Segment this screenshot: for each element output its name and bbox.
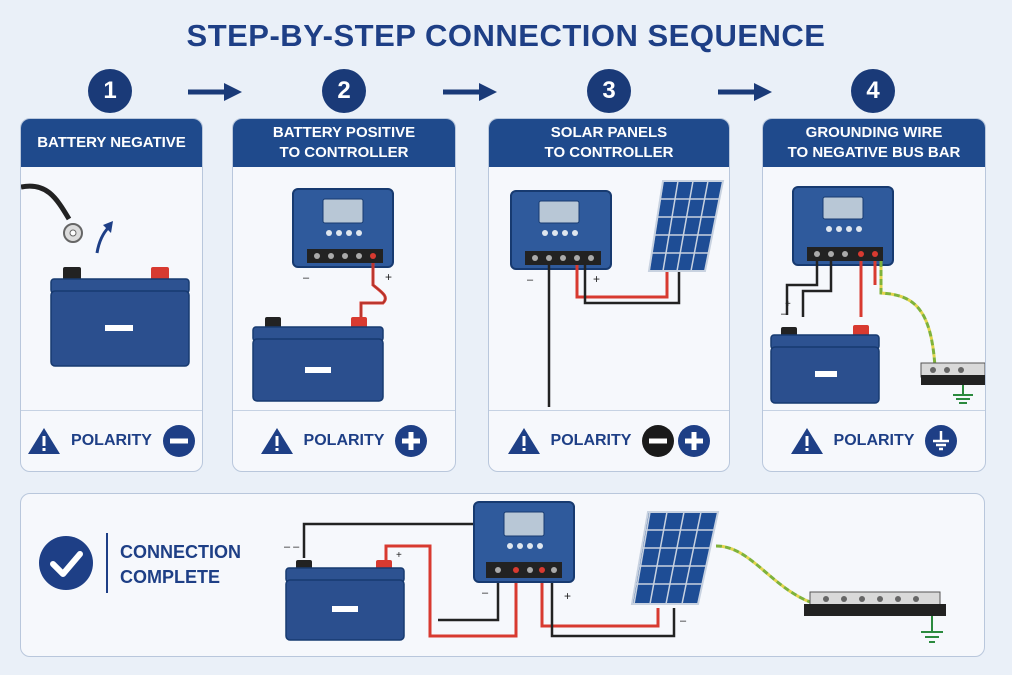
arrow-right-icon — [443, 83, 497, 101]
ground-icon — [925, 425, 958, 457]
step-number-1: 1 — [88, 69, 132, 113]
battery-negative-illustration — [21, 183, 190, 367]
step-number-3: 3 — [587, 69, 631, 113]
step-title-4: GROUNDING WIRE TO NEGATIVE BUS BAR — [763, 119, 985, 167]
connection-complete-label: CONNECTION COMPLETE — [120, 542, 241, 587]
svg-text:+: + — [396, 550, 402, 561]
polarity-label: POLARITY — [550, 432, 632, 449]
battery-positive-illustration: – + — [252, 188, 394, 402]
polarity-label: POLARITY — [71, 432, 152, 449]
svg-text:–: – — [680, 615, 687, 627]
svg-text:–: – — [527, 274, 534, 286]
complete-system-illustration: – – + – + – — [284, 501, 946, 643]
terminal-plus-label: + — [385, 270, 392, 284]
arrow-right-icon — [188, 83, 242, 101]
polarity-label: POLARITY — [833, 432, 915, 449]
step-number-2: 2 — [322, 69, 366, 113]
step-card-3: SOLAR PANELS TO CONTROLLER – + POLA — [488, 118, 730, 472]
terminal-minus-label: – — [303, 272, 310, 284]
warning-icon — [28, 428, 61, 454]
minus-icon — [162, 425, 195, 457]
step-card-4: GROUNDING WIRE TO NEGATIVE BUS BAR – + — [762, 118, 986, 472]
warning-icon — [790, 428, 823, 454]
svg-text:– –: – – — [284, 541, 300, 553]
svg-text:+: + — [785, 299, 791, 310]
step-title-2: BATTERY POSITIVE TO CONTROLLER — [233, 119, 455, 167]
svg-text:–: – — [781, 308, 788, 320]
arrow-right-icon — [718, 83, 772, 101]
solar-panel-illustration: – + — [510, 180, 725, 407]
divider — [106, 533, 108, 593]
svg-text:+: + — [564, 589, 571, 603]
warning-icon — [507, 428, 540, 454]
polarity-label: POLARITY — [303, 432, 385, 449]
step-card-2: BATTERY POSITIVE TO CONTROLLER – + POLAR… — [232, 118, 456, 472]
step-card-1: BATTERY NEGATIVE POLARITY — [20, 118, 203, 472]
step-title-1: BATTERY NEGATIVE — [21, 119, 202, 167]
step-number-4: 4 — [851, 69, 895, 113]
step-title-3: SOLAR PANELS TO CONTROLLER — [489, 119, 729, 167]
page-title: STEP-BY-STEP CONNECTION SEQUENCE — [186, 18, 826, 53]
svg-text:–: – — [482, 587, 489, 599]
warning-icon — [260, 428, 293, 454]
svg-text:+: + — [593, 272, 600, 286]
check-icon — [39, 536, 93, 590]
plus-icon — [395, 425, 428, 457]
minus-plus-icon — [642, 425, 711, 457]
grounding-illustration: – + — [770, 186, 985, 404]
